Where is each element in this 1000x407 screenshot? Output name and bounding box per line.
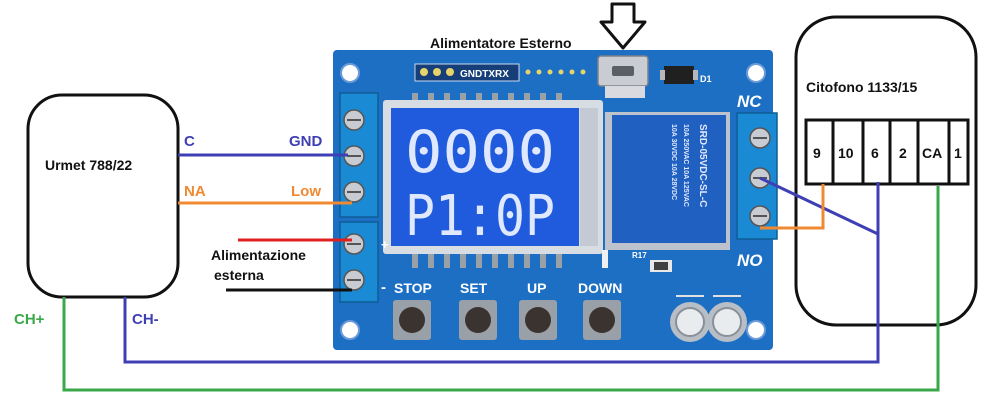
push-button-down[interactable]: [583, 300, 621, 340]
mount-hole-tr: [746, 63, 766, 83]
urmet-device: [26, 93, 180, 299]
wire-label-ch-minus: CH-: [132, 311, 159, 328]
smd-body: [654, 262, 668, 270]
header-pin: [446, 68, 454, 76]
button-label-down: DOWN: [578, 280, 622, 296]
lcd-line-2: P1:0P: [405, 184, 555, 249]
wire-label-low: Low: [291, 183, 321, 200]
via-row: [525, 69, 586, 75]
terminal-cell-10: 10: [838, 145, 854, 161]
header-pin: [420, 68, 428, 76]
r17-label: R17: [632, 251, 647, 260]
diode-lead: [693, 70, 698, 80]
wire-label-c: C: [184, 133, 195, 150]
nc-label: NC: [737, 92, 762, 111]
wire-ch-plus: [62, 186, 940, 392]
citofono-label: Citofono 1133/15: [806, 79, 917, 95]
relay-rating-text: 10A 30VDC 10A 28VDC: [670, 124, 677, 200]
push-button-stop[interactable]: [393, 300, 431, 340]
push-button-up[interactable]: [519, 300, 557, 340]
capacitor-top: [675, 307, 705, 337]
lcd-screen: [391, 108, 579, 246]
button-label-stop: STOP: [394, 280, 432, 296]
wire-label-ch-plus: CH+: [14, 311, 45, 328]
down-arrow-icon: [599, 2, 647, 50]
lcd-bottom-pins: [412, 254, 562, 268]
wire-label-gnd: GND: [289, 133, 323, 150]
mount-hole-bl: [340, 320, 360, 340]
mount-hole-br: [746, 320, 766, 340]
terminal-cell-9: 9: [813, 145, 821, 161]
wire-ch-minus: [123, 182, 880, 364]
header-pin: [433, 68, 441, 76]
no-label: NO: [737, 251, 763, 270]
plus-label: +: [381, 237, 389, 252]
terminal-cell-2: 2: [899, 145, 907, 161]
terminal-cell-6: 6: [871, 145, 879, 161]
minus-label: -: [381, 279, 386, 296]
relay-rating-text: 10A 250VAC 10A 125VAC: [682, 124, 689, 207]
d1-label: D1: [700, 74, 712, 84]
header-label: GNDTXRX: [460, 69, 509, 80]
button-label-set: SET: [460, 280, 488, 296]
lcd-edge: [580, 108, 598, 246]
diode-lead: [660, 70, 665, 80]
wire-com-to-6: [759, 176, 879, 236]
urmet-label: Urmet 788/22: [45, 157, 132, 173]
lcd-top-pins: [412, 93, 562, 101]
usb-pads: [605, 86, 645, 98]
alimentazione-label-2: esterna: [214, 267, 264, 283]
mount-hole-tl: [340, 63, 360, 83]
alimentazione-label-1: Alimentazione: [211, 247, 306, 263]
wire-label-na: NA: [184, 183, 206, 200]
usb-opening: [612, 66, 634, 76]
alimentatore-label: Alimentatore Esterno: [430, 35, 572, 51]
button-label-up: UP: [527, 280, 546, 296]
uart-header: [414, 63, 520, 82]
board-resistor: [602, 250, 608, 268]
push-button-set[interactable]: [459, 300, 497, 340]
lcd-line-1: 0000: [405, 118, 555, 186]
citofono-terminal-strip: [804, 118, 970, 186]
capacitor-top: [712, 307, 742, 337]
terminal-cell-ca: CA: [922, 145, 942, 161]
wire-no-to-9: [760, 184, 825, 230]
relay: [612, 115, 726, 243]
relay-model-text: SRD-05VDC-SL-C: [697, 124, 708, 207]
diode-d1: [664, 66, 694, 84]
terminal-cell-1: 1: [954, 145, 962, 161]
